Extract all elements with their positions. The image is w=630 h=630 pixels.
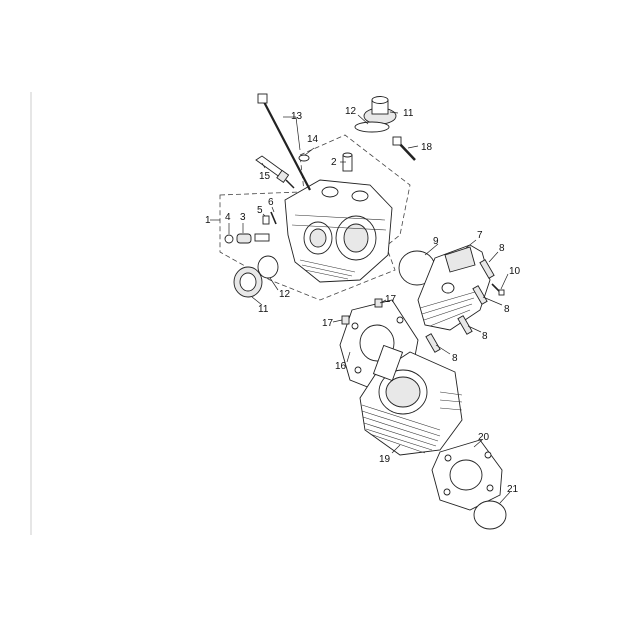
base-gasket <box>431 439 503 511</box>
label-part-17-left: 17 <box>322 318 334 329</box>
label-part-8-a: 8 <box>499 243 505 254</box>
label-part-7: 7 <box>477 230 483 241</box>
label-part-21: 21 <box>507 484 519 495</box>
head-dashed-group-lower <box>219 191 396 301</box>
label-part-10: 10 <box>509 266 521 277</box>
dowel-pin <box>342 152 353 172</box>
o-ring-side <box>257 255 279 279</box>
label-part-8-b: 8 <box>504 304 510 315</box>
base-o-ring <box>473 500 507 530</box>
label-part-9: 9 <box>433 236 439 247</box>
head-cover <box>417 244 491 331</box>
label-part-20: 20 <box>478 432 490 443</box>
label-part-18: 18 <box>421 142 433 153</box>
label-part-2: 2 <box>331 157 337 168</box>
label-part-13: 13 <box>291 111 303 122</box>
label-part-11-top: 11 <box>403 108 414 119</box>
label-part-8-d: 8 <box>452 353 458 364</box>
bolt-10 <box>491 283 505 296</box>
label-part-1: 1 <box>205 215 211 226</box>
label-part-6: 6 <box>268 197 274 208</box>
callout-labels: 1 2 3 4 5 6 7 8 8 8 8 9 10 11 11 12 12 1… <box>205 106 521 495</box>
small-fittings <box>224 211 277 244</box>
label-part-12-side: 12 <box>279 289 291 300</box>
label-part-17-top: 17 <box>385 294 397 305</box>
label-part-8-c: 8 <box>482 331 488 342</box>
long-stud-bolt <box>257 93 311 191</box>
valve-cap-top <box>363 96 397 125</box>
label-part-15: 15 <box>259 171 271 182</box>
label-part-3: 3 <box>240 212 246 223</box>
label-part-5: 5 <box>257 205 263 216</box>
cover-bolts <box>425 259 495 353</box>
label-part-16: 16 <box>335 361 347 372</box>
washer <box>298 154 310 162</box>
label-part-11-side: 11 <box>258 304 269 315</box>
valve-cap-side <box>233 266 263 298</box>
label-part-19: 19 <box>379 454 391 465</box>
dowel-17-top <box>374 298 383 308</box>
o-ring-top <box>354 121 390 133</box>
cylinder-block <box>359 344 463 456</box>
dowel-17-left <box>341 315 350 325</box>
label-part-12-top: 12 <box>345 106 357 117</box>
leader-lines <box>210 111 511 504</box>
cylinder-head <box>284 179 393 283</box>
label-part-14: 14 <box>307 134 319 145</box>
spark-plug <box>255 155 295 189</box>
label-part-4: 4 <box>225 212 231 223</box>
bolt-18 <box>392 136 416 161</box>
